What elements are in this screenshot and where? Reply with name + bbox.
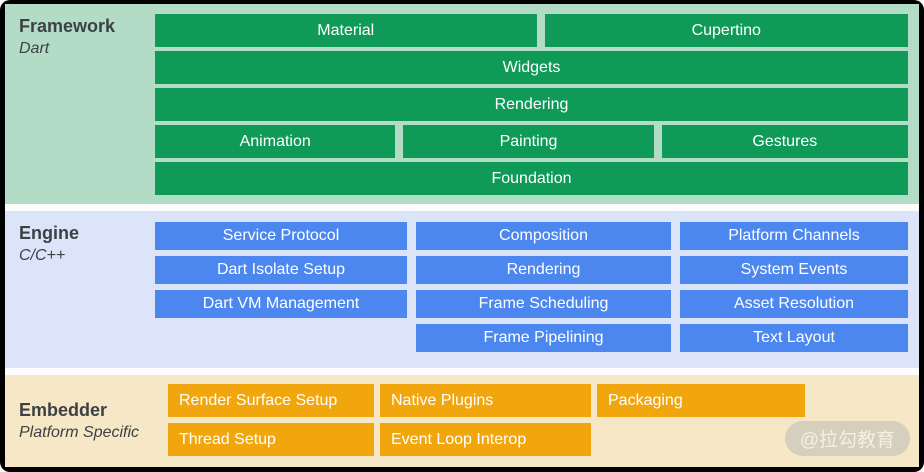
- block-row: Foundation: [155, 162, 908, 195]
- block-widgets: Widgets: [155, 51, 908, 84]
- block-frame-scheduling: Frame Scheduling: [416, 290, 671, 318]
- block-platform-channels: Platform Channels: [680, 222, 908, 250]
- block-asset-resolution: Asset Resolution: [680, 290, 908, 318]
- block-text-layout: Text Layout: [680, 324, 908, 352]
- block-service-protocol: Service Protocol: [155, 222, 407, 250]
- block-cupertino: Cupertino: [544, 14, 908, 47]
- block-system-events: System Events: [680, 256, 908, 284]
- block-gestures: Gestures: [661, 125, 908, 158]
- block-foundation: Foundation: [155, 162, 908, 195]
- block-composition: Composition: [416, 222, 671, 250]
- block-rendering: Rendering: [416, 256, 671, 284]
- block-row: Frame Pipelining Text Layout: [155, 324, 908, 352]
- block-row: Widgets: [155, 51, 908, 84]
- block-row: Rendering: [155, 88, 908, 121]
- block-thread-setup: Thread Setup: [168, 423, 374, 456]
- section-title: Framework: [19, 16, 116, 36]
- block-painting: Painting: [403, 125, 654, 158]
- section-title: Embedder: [19, 400, 108, 420]
- section-title: Engine: [19, 223, 80, 243]
- block-material: Material: [155, 14, 537, 47]
- block-row: Dart VM Management Frame Scheduling Asset …: [155, 290, 908, 318]
- block-frame-pipelining: Frame Pipelining: [416, 324, 671, 352]
- block-spacer: [155, 324, 407, 352]
- block-dart-isolate-setup: Dart Isolate Setup: [155, 256, 407, 284]
- block-render-surface-setup: Render Surface Setup: [168, 384, 374, 417]
- block-native-plugins: Native Plugins: [380, 384, 591, 417]
- section-blocks: Service Protocol Composition Platform Chan…: [155, 211, 919, 368]
- watermark-badge: @拉勾教育: [784, 421, 910, 456]
- block-rendering: Rendering: [155, 88, 908, 121]
- section-subtitle: C/C++: [19, 247, 66, 264]
- block-animation: Animation: [155, 125, 396, 158]
- section-subtitle: Dart: [19, 40, 50, 57]
- block-packaging: Packaging: [597, 384, 805, 417]
- block-dart-vm-management: Dart VM Management: [155, 290, 407, 318]
- block-event-loop-interop: Event Loop Interop: [380, 423, 591, 456]
- block-row: Service Protocol Composition Platform Chan…: [155, 222, 908, 250]
- block-row: Dart Isolate Setup Rendering System Events: [155, 256, 908, 284]
- section-subtitle: Platform Specific: [19, 424, 140, 441]
- section-separator: [5, 368, 919, 375]
- section-separator: [5, 204, 919, 211]
